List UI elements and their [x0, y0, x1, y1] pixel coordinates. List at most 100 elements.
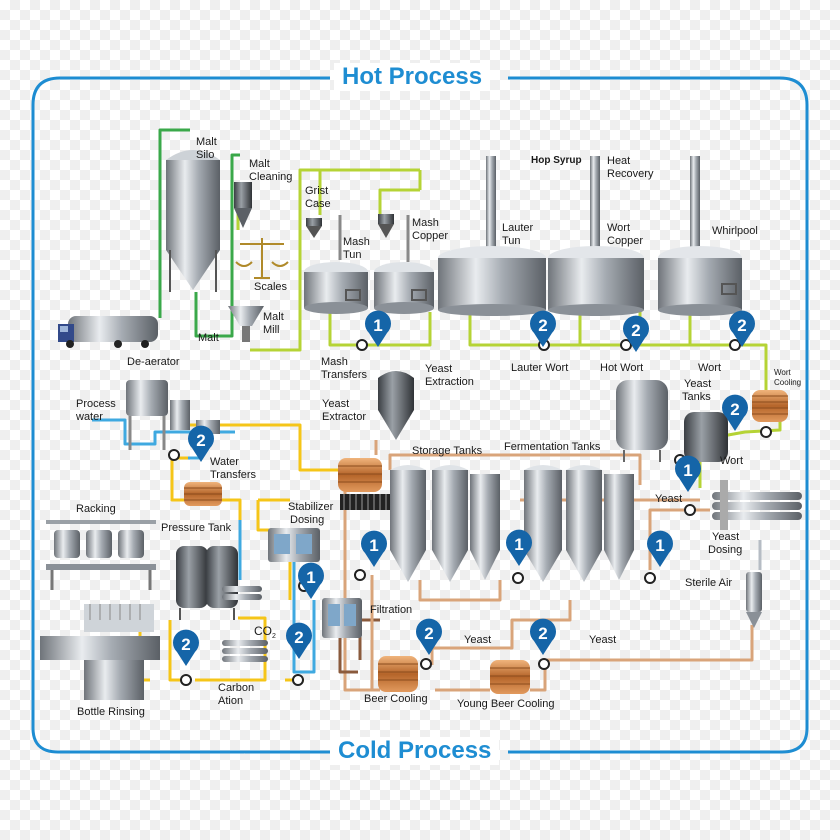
label-yeast-extraction-2: Extraction [425, 376, 474, 388]
marker-water-transfers: 2 [188, 425, 214, 462]
marker-fermentation-tanks: 1 [647, 530, 673, 567]
label-wort-copper-1: Wort [607, 222, 631, 234]
marker-young-beer-cooling: 2 [530, 618, 557, 655]
label-carbonation-1: Carbon [218, 682, 255, 694]
label-wort-1: Wort [698, 362, 722, 374]
pressure-tank-icon [176, 546, 238, 620]
marker-stabilizer: 1 [298, 562, 324, 599]
label-process-water-2: water [76, 411, 103, 423]
map-pin-icon [722, 394, 749, 431]
label-malt: Malt [198, 332, 219, 344]
label-lauter-tun-2: Tun [502, 235, 521, 247]
label-racking: Racking [76, 503, 116, 515]
sterile-air-icon [746, 572, 762, 628]
label-mash-tun-1: Mash [343, 236, 370, 248]
lauter-tun-icon [438, 156, 546, 316]
label-yeast-extraction-1: Yeast [425, 363, 453, 375]
map-pin-icon [364, 310, 391, 347]
yeast-extractor-icon [378, 371, 414, 440]
label-whirlpool: Whirlpool [712, 225, 758, 237]
stabilizer-dosing-icon [268, 528, 320, 562]
label-malt-cleaning-1: Malt [249, 158, 270, 170]
label-water-transfers-1: Water [210, 456, 239, 468]
label-bottle-rinsing: Bottle Rinsing [77, 706, 145, 718]
label-scales: Scales [254, 281, 288, 293]
map-pin-icon [530, 310, 557, 347]
marker-carbonation: 2 [286, 622, 312, 659]
de-aerator-icon [126, 380, 220, 450]
malt-cleaning-icon [234, 182, 252, 228]
map-pin-icon [647, 530, 673, 567]
label-malt-mill-2: Mill [263, 324, 280, 336]
label-heat-recovery-2: Recovery [607, 168, 654, 180]
label-malt-cleaning-2: Cleaning [249, 171, 293, 183]
marker-number: 2 [538, 624, 547, 643]
marker-mash-transfers: 1 [364, 310, 391, 347]
bottle-rinsing-icon [40, 604, 160, 700]
label-malt-silo-1: Malt [196, 136, 217, 148]
label-wort-cooling-2: Cooling [774, 378, 802, 387]
label-stabilizer-dosing-1: Stabilizer [288, 501, 334, 513]
yeast-dosing-exchanger-icon [712, 480, 802, 530]
marker-number: 1 [514, 535, 523, 554]
label-fermentation-tanks: Fermentation Tanks [504, 441, 601, 453]
storage-coil-icon [338, 458, 390, 510]
malt-silo-icon [166, 150, 220, 292]
label-mash-copper-2: Copper [412, 230, 449, 242]
malt-mill-icon [228, 306, 264, 342]
label-lauter-tun-1: Lauter [502, 222, 534, 234]
cold-process-title: Cold Process [330, 737, 500, 765]
map-pin-icon [298, 562, 324, 599]
marker-lauter-wort: 2 [530, 310, 557, 347]
label-young-beer-cooling: Young Beer Cooling [457, 698, 555, 710]
map-pin-icon [623, 315, 650, 352]
label-yeast-2: Yeast [464, 634, 492, 646]
label-yeast-tanks-2: Tanks [682, 391, 711, 403]
label-malt-silo-2: Silo [196, 149, 215, 161]
grist-case-icon [306, 214, 394, 238]
map-pin-icon [286, 622, 312, 659]
mash-tun-icon [304, 215, 368, 314]
marker-number: 2 [730, 400, 739, 419]
label-co2-main: CO [254, 624, 272, 638]
label-filtration: Filtration [370, 604, 413, 616]
label-yeast-dosing-2: Dosing [708, 544, 743, 556]
label-lauter-wort: Lauter Wort [511, 362, 569, 374]
label-yeast-1: Yeast [655, 493, 683, 505]
yeast-tanks-icon [616, 380, 728, 462]
label-wort-cooling-1: Wort [774, 368, 791, 377]
marker-storage-tanks-right: 1 [506, 529, 532, 566]
map-pin-icon [506, 529, 532, 566]
marker-hot-wort: 2 [623, 315, 650, 352]
marker-number: 2 [631, 321, 640, 340]
label-de-aerator: De-aerator [127, 356, 180, 368]
label-hot-wort: Hot Wort [600, 362, 644, 374]
marker-wort-cooling: 2 [722, 394, 749, 431]
marker-beer-cooling: 2 [416, 618, 442, 655]
label-hop-syrup: Hop Syrup [531, 155, 582, 166]
marker-number: 1 [369, 536, 378, 555]
map-pin-icon [675, 455, 701, 492]
hot-process-title: Hot Process [334, 63, 491, 91]
label-wort-copper-2: Copper [607, 235, 644, 247]
label-mash-tun-2: Tun [343, 249, 362, 261]
label-water-transfers-2: Transfers [210, 469, 257, 481]
label-co2-subscript: 2 [272, 633, 276, 640]
map-pin-icon [173, 629, 200, 666]
marker-wort: 2 [729, 310, 756, 347]
young-beer-cooling-coil-icon [490, 660, 530, 694]
carbonation-exchanger-icon [222, 586, 268, 662]
marker-number: 2 [294, 628, 303, 647]
label-grist-case-1: Grist [305, 185, 329, 197]
marker-number: 1 [306, 568, 315, 587]
marker-number: 2 [196, 431, 205, 450]
label-mash-transfers-2: Transfers [321, 369, 368, 381]
marker-number: 2 [181, 635, 190, 654]
label-yeast-extractor-1: Yeast [322, 398, 350, 410]
truck-icon [58, 316, 158, 348]
beer-cooling-coil-icon [378, 656, 418, 692]
label-co2: CO2 [254, 625, 276, 640]
marker-number: 2 [538, 316, 547, 335]
